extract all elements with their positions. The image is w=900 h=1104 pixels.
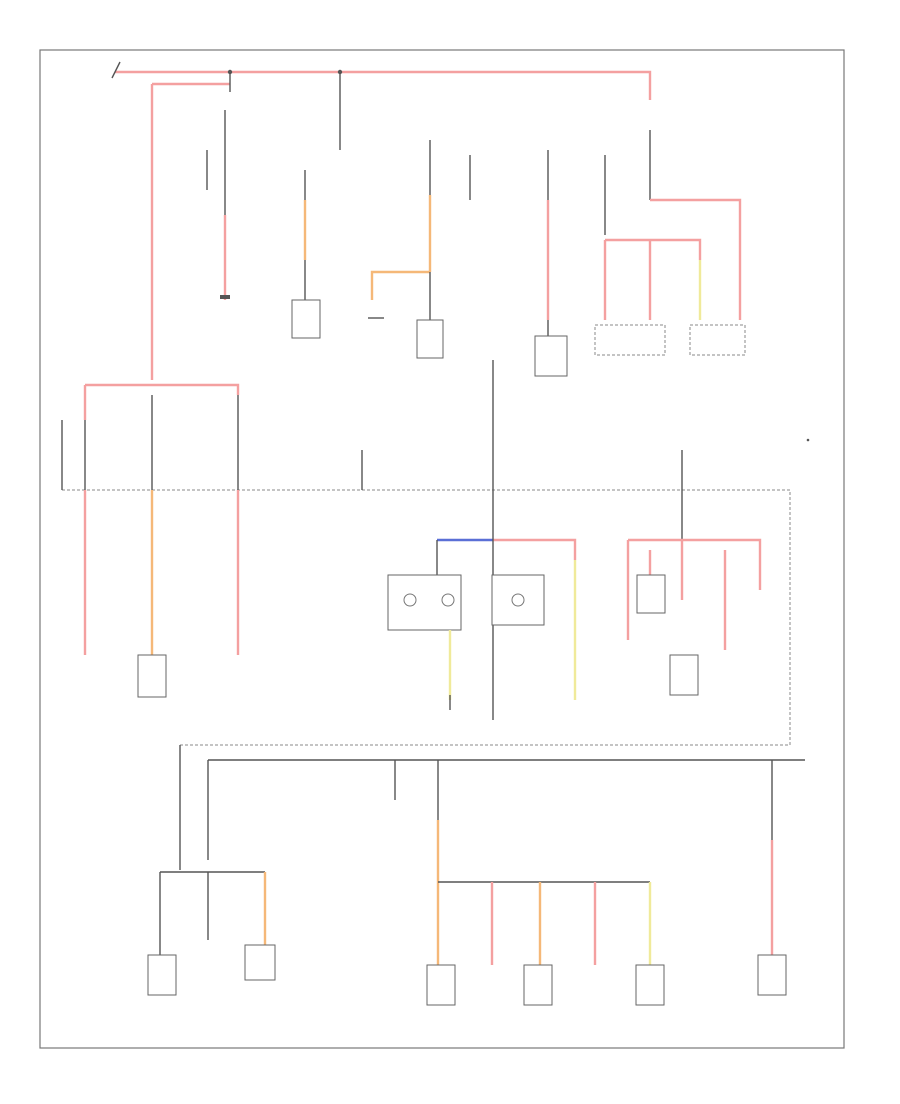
relay-box bbox=[387, 574, 462, 631]
module-box bbox=[757, 954, 787, 996]
module-box bbox=[244, 944, 276, 981]
module-box bbox=[669, 654, 699, 696]
module-box bbox=[636, 574, 666, 614]
diagram-frame bbox=[39, 49, 845, 1049]
center-modules bbox=[387, 490, 577, 720]
module-branch-3 bbox=[534, 150, 568, 377]
module-box bbox=[523, 964, 553, 1006]
middle-bus bbox=[61, 360, 791, 746]
relay-box bbox=[491, 574, 545, 626]
left-fuse-branch bbox=[206, 110, 230, 300]
lower-bus bbox=[179, 745, 805, 870]
module-box bbox=[416, 319, 444, 359]
module-box bbox=[635, 964, 665, 1006]
top-bus bbox=[111, 61, 652, 380]
middle-left-modules bbox=[83, 490, 240, 698]
module-box bbox=[147, 954, 177, 996]
lower-center-modules bbox=[426, 820, 665, 1006]
lower-right-module bbox=[757, 840, 787, 996]
lower-left-modules bbox=[147, 871, 276, 996]
module-branch-1 bbox=[291, 170, 321, 339]
module-branch-2 bbox=[368, 140, 471, 359]
right-upper-branch bbox=[594, 130, 746, 356]
module-box bbox=[534, 335, 568, 377]
right-middle-modules bbox=[626, 490, 762, 696]
module-box bbox=[426, 964, 456, 1006]
module-box bbox=[291, 299, 321, 339]
module-box bbox=[137, 654, 167, 698]
